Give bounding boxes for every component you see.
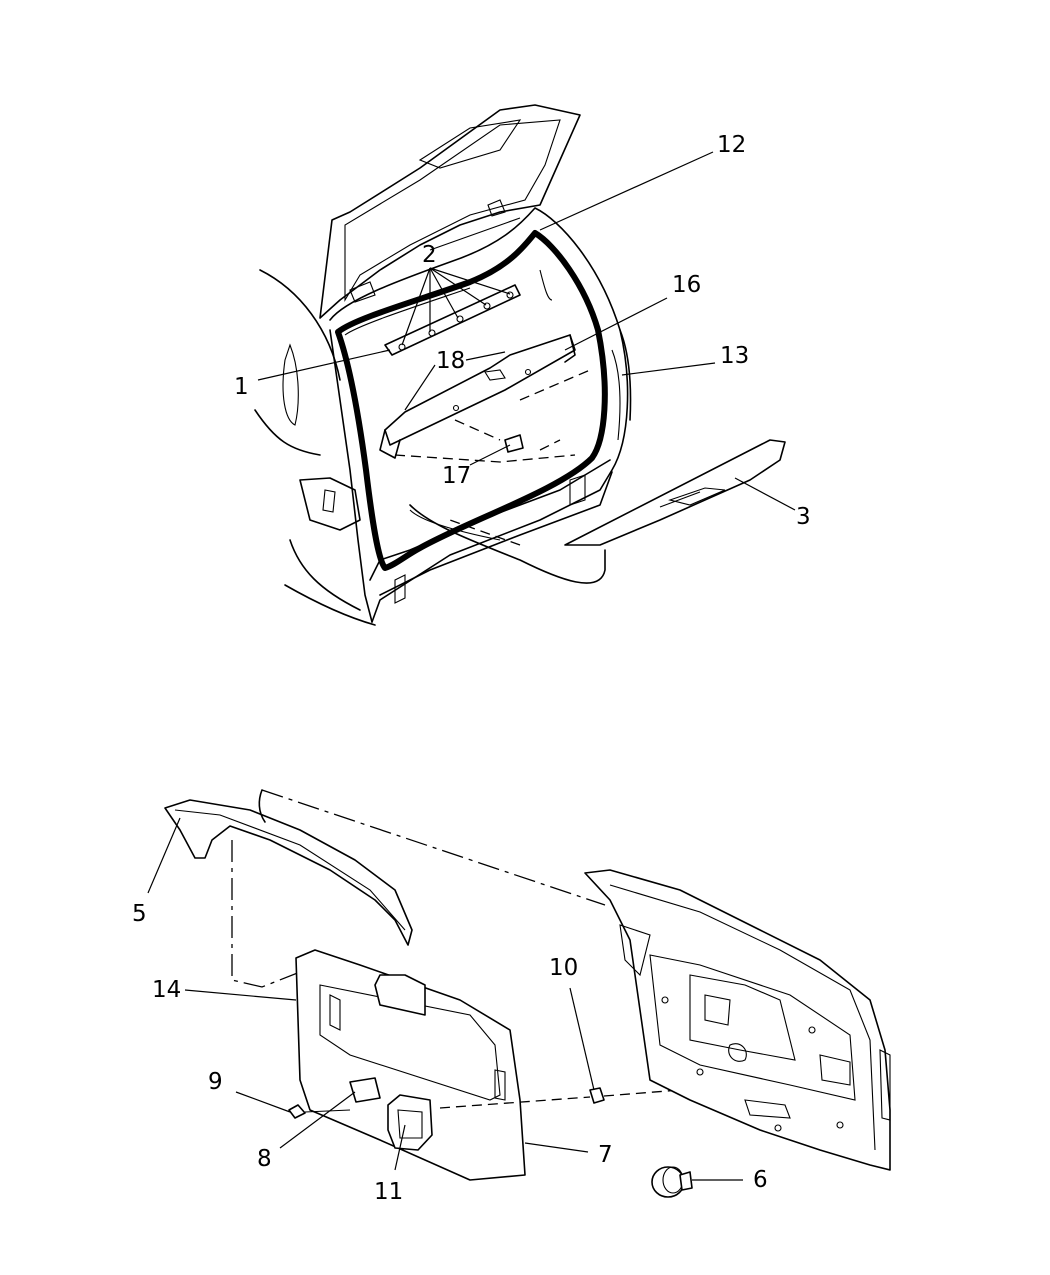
callout-18: 18 — [436, 348, 465, 374]
callout-3: 3 — [796, 504, 811, 530]
callout-17: 17 — [442, 463, 471, 489]
callout-13: 13 — [720, 343, 749, 369]
callout-2: 2 — [422, 242, 437, 268]
liftgate-trim-assembly — [164, 789, 891, 1198]
callout-1: 1 — [234, 374, 249, 400]
callout-5: 5 — [132, 901, 147, 927]
leader-lines — [147, 151, 796, 1181]
callout-9: 9 — [208, 1069, 223, 1095]
callout-7: 7 — [598, 1142, 613, 1168]
callout-14: 14 — [152, 977, 181, 1003]
callout-12: 12 — [717, 132, 746, 158]
liftgate-opening-assembly — [254, 104, 786, 626]
callout-16: 16 — [672, 272, 701, 298]
callout-6: 6 — [753, 1167, 768, 1193]
callout-8: 8 — [257, 1146, 272, 1172]
callout-labels: 1 2 3 5 6 7 8 9 10 11 12 13 14 16 17 18 — [132, 132, 811, 1205]
callout-11: 11 — [374, 1179, 403, 1205]
callout-10: 10 — [549, 955, 578, 981]
